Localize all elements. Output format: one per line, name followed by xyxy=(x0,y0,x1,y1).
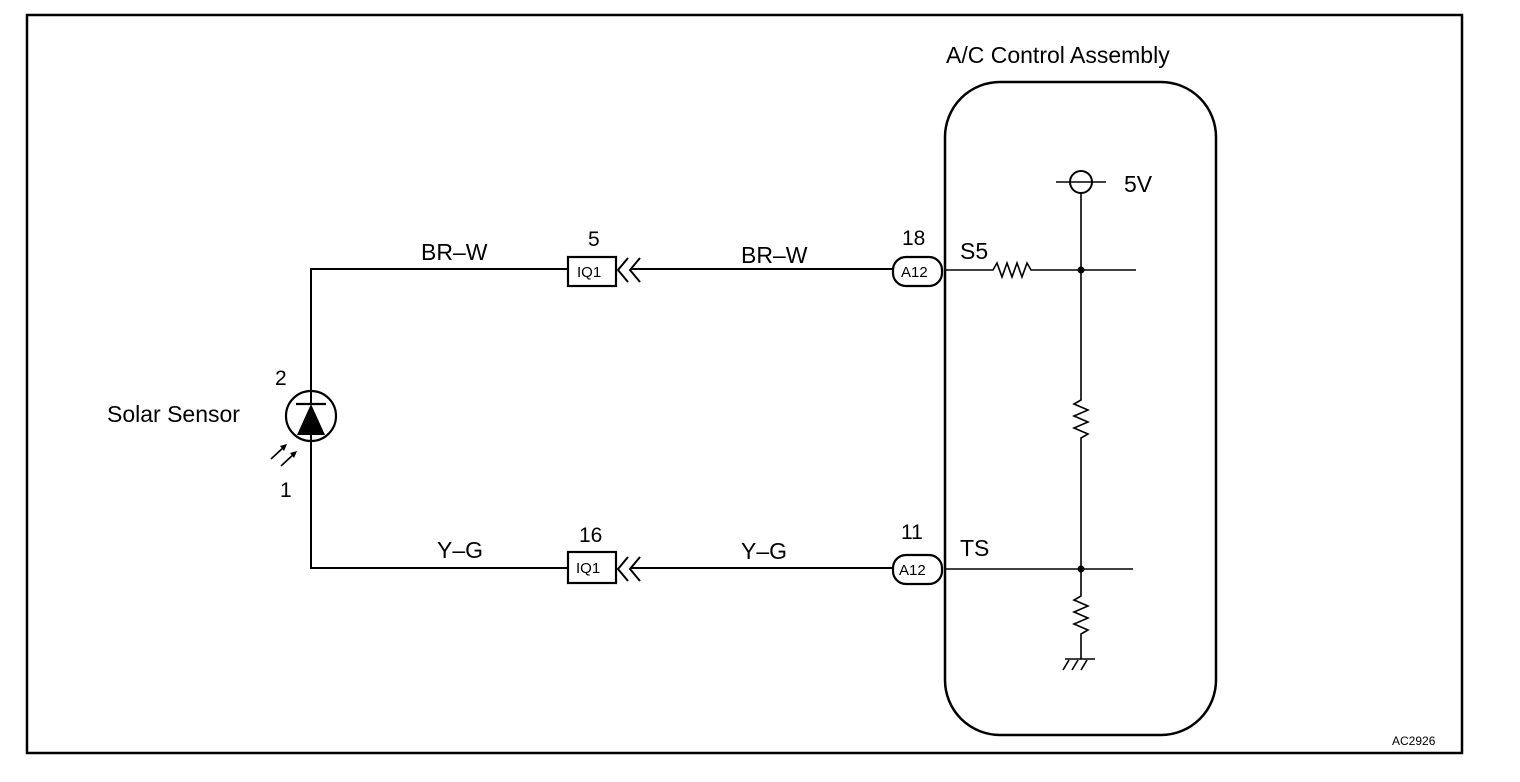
lower-ecu-connector: A12 xyxy=(891,553,944,586)
svg-text:IQ1: IQ1 xyxy=(577,264,601,281)
assembly-title: A/C Control Assembly xyxy=(946,42,1170,68)
upper-wire-right-label: BR–W xyxy=(741,242,808,268)
upper-junction-pin: 5 xyxy=(588,228,600,251)
ac-control-assembly-box xyxy=(943,80,1218,737)
light-arrows-icon xyxy=(270,444,297,467)
solar-sensor-photodiode-icon xyxy=(284,389,338,443)
voltage-label: 5V xyxy=(1124,171,1153,197)
upper-wire-left-label: BR–W xyxy=(421,239,488,265)
upper-ecu-connector: A12 xyxy=(891,255,944,288)
upper-ecu-pin: 18 xyxy=(902,227,925,250)
lower-ecu-pin: 11 xyxy=(901,521,923,544)
lower-wire-right-label: Y–G xyxy=(741,538,787,564)
sensor-pin-top: 2 xyxy=(275,367,287,390)
upper-left-wire xyxy=(310,268,568,390)
pull-up-resistor xyxy=(1071,270,1091,569)
svg-text:A12: A12 xyxy=(901,264,928,281)
sensor-pin-bottom: 1 xyxy=(280,479,292,502)
ground-icon xyxy=(1062,658,1095,671)
lower-junction-pin: 16 xyxy=(579,524,602,547)
lower-wire-left-label: Y–G xyxy=(437,537,483,563)
ts-junction-dot xyxy=(1077,565,1085,573)
lower-left-wire xyxy=(310,440,568,569)
upper-junction-connector: IQ1 xyxy=(566,255,618,288)
lower-terminal-label: TS xyxy=(960,535,989,561)
pull-down-resistor xyxy=(1071,569,1091,659)
s5-input-resistor xyxy=(945,260,1136,280)
s5-junction-dot xyxy=(1077,266,1085,274)
sensor-label: Solar Sensor xyxy=(107,401,240,427)
figure-code: AC2926 xyxy=(1392,734,1436,748)
svg-text:A12: A12 xyxy=(899,562,926,579)
diagram-frame xyxy=(25,13,1464,755)
5v-supply-icon xyxy=(1056,170,1106,194)
upper-terminal-label: S5 xyxy=(960,238,988,264)
lower-junction-connector: IQ1 xyxy=(566,550,618,585)
svg-text:IQ1: IQ1 xyxy=(576,560,600,577)
